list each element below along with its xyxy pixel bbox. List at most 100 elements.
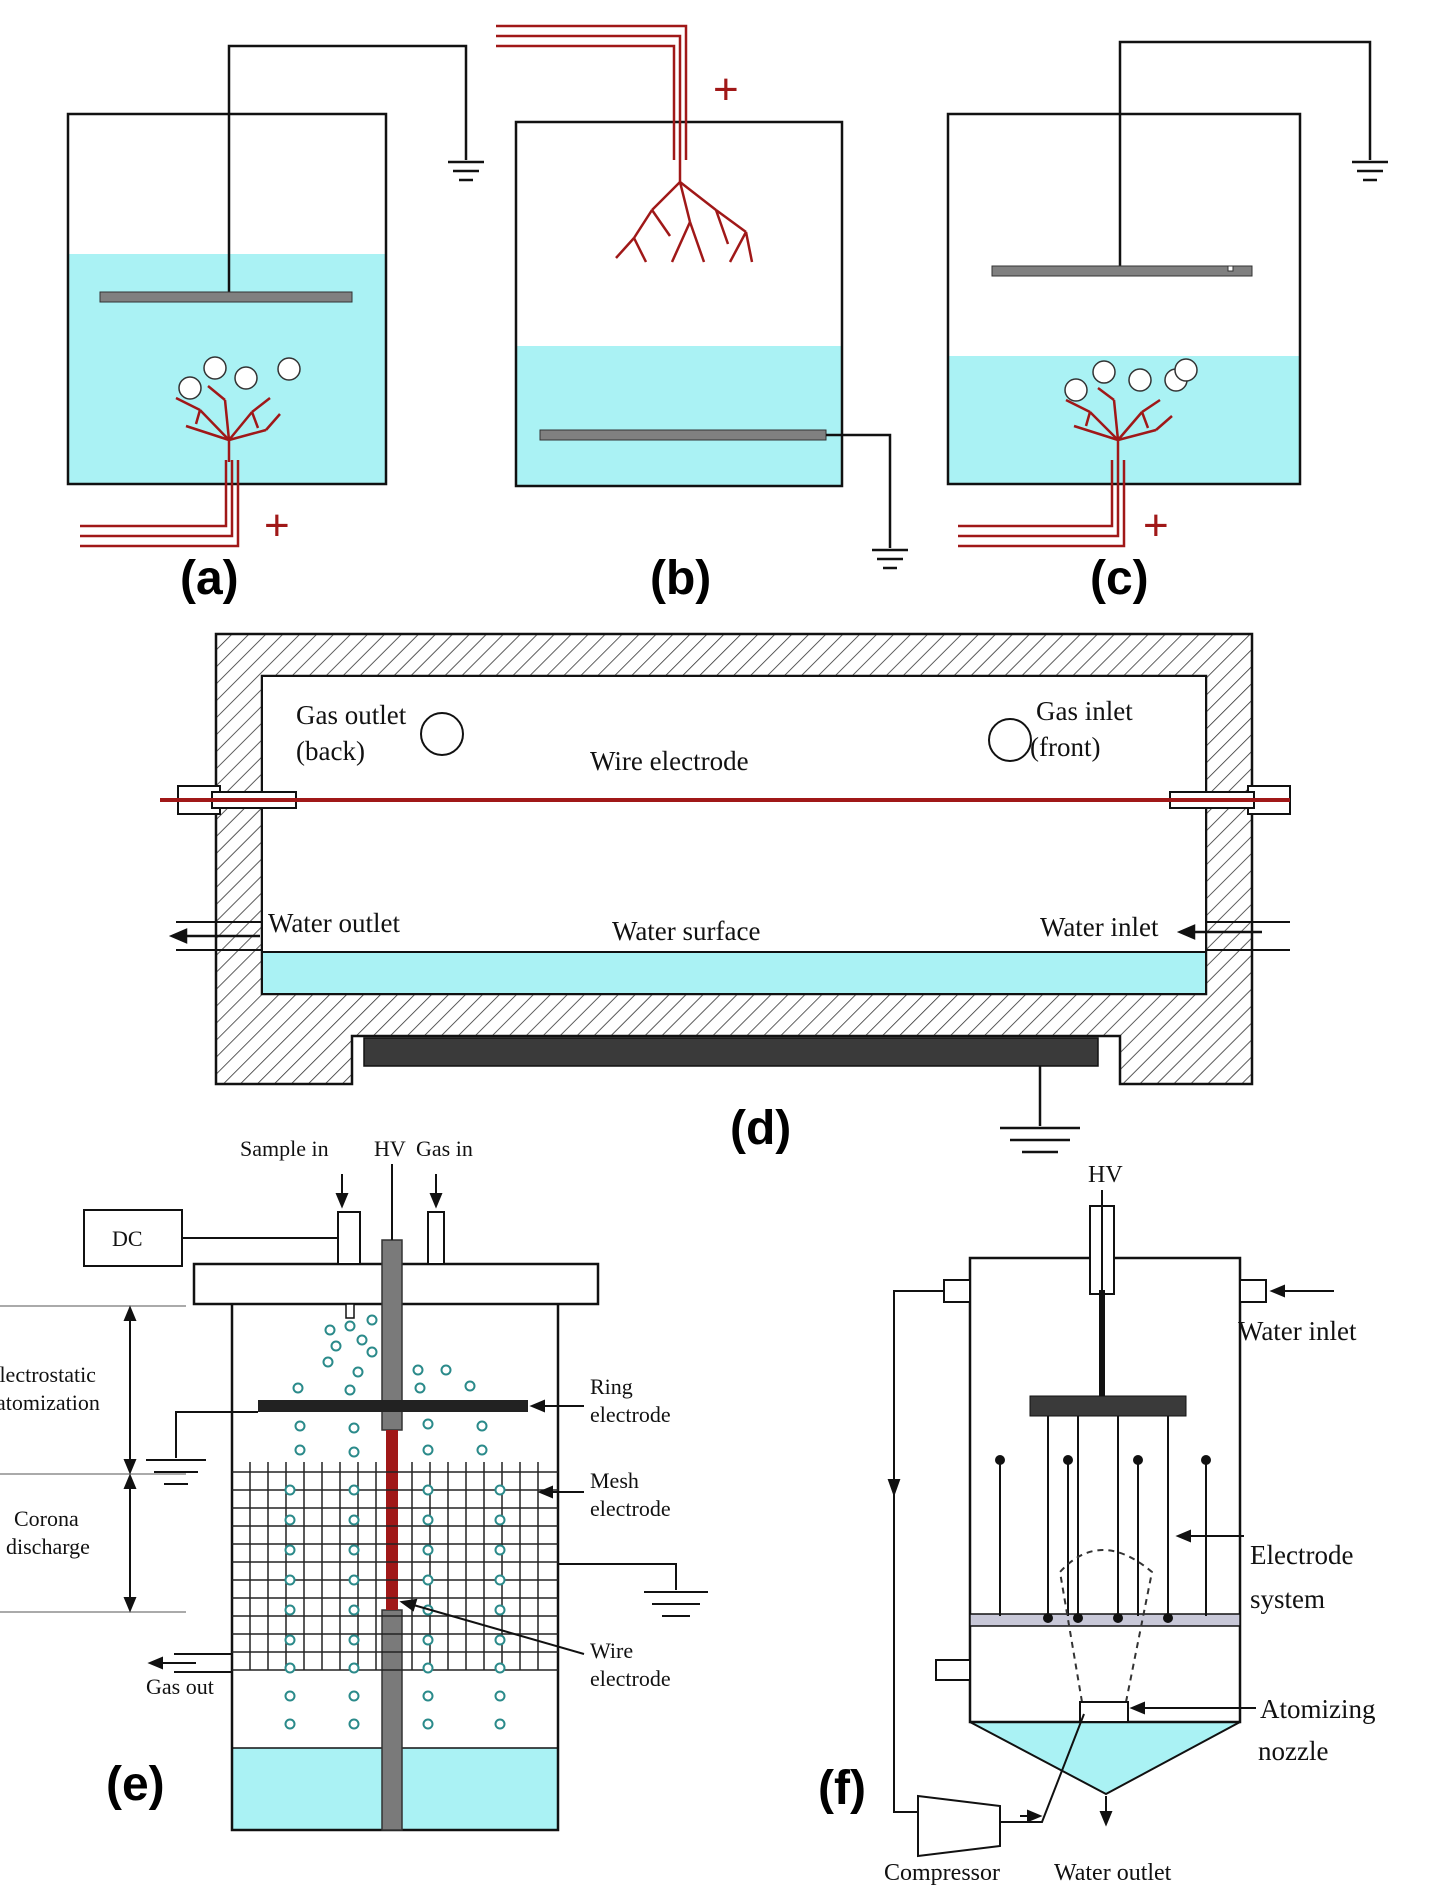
ground-wire-c [1118,40,1372,266]
separator-plate-f [969,1613,1241,1627]
gas-inlet-label: Gas inlet [1036,696,1133,726]
gas-inlet-port-d [988,718,1032,762]
panel-label-f: (f) [818,1762,866,1815]
panel-label-c: (c) [1090,552,1149,605]
plate-electrode-a [99,291,353,303]
streamer-a [80,385,281,548]
zone-markers-e [0,1305,186,1613]
water-surface-label: Water surface [612,916,760,946]
electrode-needles-f [995,1416,1211,1623]
ground-plate-d [363,1037,1099,1067]
gas-outlet-label: Gas outlet [296,700,407,730]
gas-out-label: Gas out [146,1674,214,1699]
water-layer-d [261,951,1207,995]
bubbles-a [178,356,301,400]
label-arrows-e [335,1174,585,1655]
recirculation-line-f [893,1290,944,1813]
ground-symbol-b [872,548,908,570]
tank-a-water [68,254,386,484]
ring-ground-wire [175,1411,258,1458]
wire-electrode-e [386,1430,398,1610]
gas-outlet-sub-label: (back) [296,736,365,766]
panel-label-a: (a) [180,552,239,605]
housing-inner-d [261,675,1207,995]
sample-nozzle [345,1303,355,1319]
hv-label-f: HV [1088,1162,1123,1188]
plate-electrode-c [991,265,1253,277]
corona-label-1: Corona [14,1506,79,1531]
dc-label: DC [112,1226,143,1251]
spray-cone-f [1058,1549,1154,1703]
mesh-label-1: Mesh [590,1468,639,1493]
gas-inlet-sub-label: (front) [1030,732,1100,762]
panel-label-e: (e) [106,1758,165,1811]
water-outlet-arrow-d [168,928,260,944]
droplets-e [284,1314,506,1730]
ground-symbol-d [1000,1126,1080,1154]
water-outlet-label-f: Water outlet [1054,1860,1172,1886]
water-inlet-label-f: Water inlet [1238,1316,1357,1346]
wire-label-1: Wire [590,1638,633,1663]
ring-label-1: Ring [590,1374,633,1399]
sample-inlet-pipe [337,1211,361,1265]
gas-out-arrow [147,1656,196,1670]
ring-label-2: electrode [590,1402,671,1427]
arrows-f [887,1284,1334,1827]
polarity-b: + [713,65,739,114]
left-port-f [943,1279,971,1303]
polarity-a: + [264,501,290,550]
mesh-ground-wire [558,1563,677,1590]
polarity-c: + [1143,501,1169,550]
water-inlet-label: Water inlet [1040,912,1159,942]
ground-symbol-c [1352,160,1388,182]
panel-b: + (b) [496,24,908,605]
hv-label-e: HV [374,1136,406,1161]
streamer-b [496,24,754,263]
gas-outlet-port-d [420,712,464,756]
ground-wire-b [826,433,892,548]
streamer-c [958,387,1173,548]
electrode-holder-f [1029,1395,1187,1417]
ring-ground-symbol [146,1459,206,1485]
compressor-label: Compressor [884,1860,1000,1886]
bubbles-c [1064,358,1198,402]
wire-electrode-label: Wire electrode [590,746,749,776]
ring-electrode [258,1400,528,1412]
tank-b-water [516,346,842,486]
panel-d: Gas outlet (back) Gas inlet (front) Wire… [160,632,1291,1155]
atomizing-label-1: Atomizing [1260,1694,1376,1724]
hv-rod-bottom [381,1609,403,1831]
panel-label-b: (b) [650,552,711,605]
electrostatic-label-1: Electrostatic [0,1362,96,1387]
panel-label-d: (d) [730,1102,791,1155]
electrode-system-label-1: Electrode [1250,1540,1353,1570]
mesh-label-2: electrode [590,1496,671,1521]
panel-a: + (a) [66,44,484,605]
plate-electrode-b [539,429,827,441]
ground-symbol-a [448,160,484,182]
electrode-system-label-2: system [1250,1584,1325,1614]
dc-box [83,1209,183,1267]
panel-c: + (c) [946,40,1388,605]
compressor-f [917,1794,1001,1858]
gas-inlet-pipe [427,1211,445,1265]
plate-pin-c [1227,265,1234,272]
lower-port-f [935,1659,971,1681]
panel-e: Sample in HV Gas in DC Electrostatic ato… [0,1136,708,1832]
gas-in-label: Gas in [416,1136,473,1161]
corona-label-2: discharge [6,1534,90,1559]
mesh-ground-symbol [644,1591,708,1617]
atomizing-label-2: nozzle [1258,1736,1328,1766]
atomizing-nozzle-f [1079,1701,1129,1723]
ground-wire-a [227,44,468,292]
water-inlet-port-f [1239,1279,1267,1303]
sample-in-label: Sample in [240,1136,329,1161]
water-inlet-arrow-d [1176,924,1262,940]
cone-water-f [969,1721,1241,1796]
water-outlet-label: Water outlet [268,908,401,938]
wire-label-2: electrode [590,1666,671,1691]
compressor-to-nozzle-line [1000,1713,1085,1823]
electrostatic-label-2: atomization [0,1390,100,1415]
panel-f: HV Water inlet Electrode system Atomizin… [818,1162,1376,1886]
